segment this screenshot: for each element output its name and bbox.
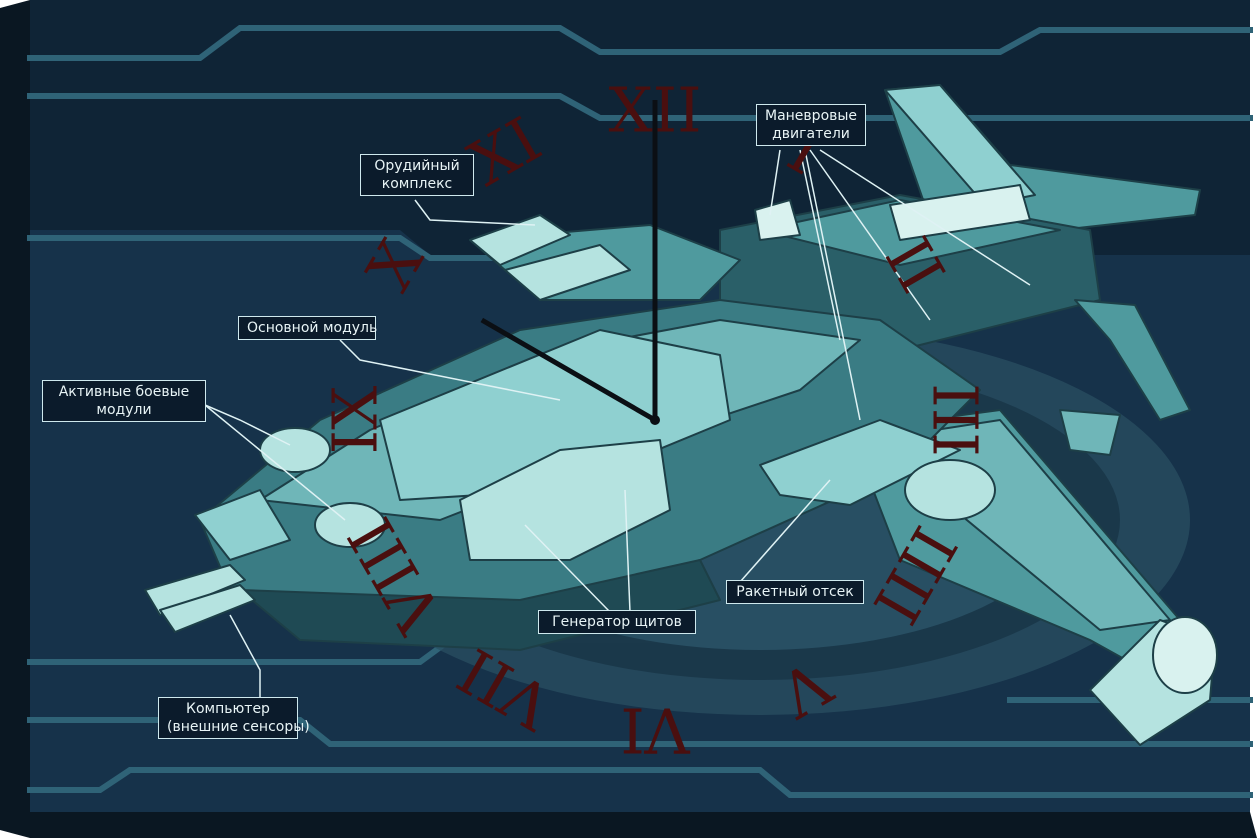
leader-maneuver-5 <box>799 149 841 341</box>
label-shield-generator-line-1: Генератор щитов <box>552 614 682 630</box>
label-active-combat: Активные боевые модули <box>42 380 206 422</box>
leader-shield-2 <box>624 489 631 613</box>
leader-missile <box>739 479 831 583</box>
ship-combat-module-2 <box>314 502 386 548</box>
label-gun-complex-line-2: комплекс <box>381 176 453 192</box>
label-gun-complex: Орудийный комплекс <box>360 154 474 196</box>
trace-top <box>27 25 1253 61</box>
label-missile-bay: Ракетный отсек <box>726 580 864 604</box>
leader-maneuver-3 <box>809 149 931 321</box>
label-main-module-line-1: Основной модуль <box>247 320 378 336</box>
leader-active-combat-1 <box>204 404 291 446</box>
canvas-bottom-edge <box>30 812 1257 838</box>
ship-missile-bay <box>759 419 961 506</box>
ship-engine-nozzle <box>1152 616 1218 694</box>
ship-gun-turret-2 <box>504 244 631 301</box>
canvas-left-edge <box>0 0 30 838</box>
label-active-combat-line-1: Активные боевые <box>58 384 190 400</box>
clock-hour-hand <box>480 317 657 423</box>
ship-main-module <box>379 329 731 501</box>
leader-maneuver-4 <box>819 149 1031 286</box>
ship-thruster-block <box>889 184 1031 241</box>
leader-computer <box>229 614 261 697</box>
ship-side-turret <box>904 459 996 521</box>
trace-left-mid <box>27 235 523 261</box>
label-maneuver-engines: Маневровые двигатели <box>756 104 866 146</box>
label-missile-bay-line-1: Ракетный отсек <box>736 584 854 600</box>
ship-upper-wing-tip <box>884 84 1036 206</box>
leader-maneuver-2 <box>804 149 861 421</box>
ship-sensor-array-2 <box>159 584 256 633</box>
leader-lines <box>204 149 1031 697</box>
leader-shield-1 <box>524 524 611 613</box>
ship-aft-bracket <box>1074 299 1191 421</box>
label-maneuver-engines-line-2: двигатели <box>772 126 850 142</box>
ship-sensor-array <box>144 564 246 616</box>
label-computer-line-2: (внешние сенсоры) <box>167 719 310 735</box>
label-gun-complex-line-1: Орудийный <box>374 158 460 174</box>
label-shield-generator: Генератор щитов <box>538 610 696 634</box>
clock-numeral-9: IX <box>319 386 392 455</box>
label-computer-line-1: Компьютер <box>186 701 270 717</box>
clock-hub <box>650 415 660 425</box>
leader-gun-complex <box>414 199 536 226</box>
clock-hands <box>480 100 660 425</box>
ship-gun-turret-1 <box>469 214 571 266</box>
clock-numeral-3: III <box>919 383 992 456</box>
ship-shield-generator <box>459 439 671 561</box>
label-computer: Компьютер (внешние сенсоры) <box>158 697 310 739</box>
clock-numeral-6: VI <box>620 694 690 767</box>
ship-prow <box>194 489 291 561</box>
leader-active-combat-2 <box>204 404 346 521</box>
label-main-module: Основной модуль <box>238 316 378 340</box>
leader-main-module <box>339 339 561 401</box>
trace-second <box>27 93 863 121</box>
ship-tail-fin <box>1059 409 1121 456</box>
leader-maneuver-1 <box>769 149 781 216</box>
ship-maneuver-thruster <box>754 199 801 241</box>
label-active-combat-line-2: модули <box>96 402 152 418</box>
trace-bottom-3 <box>27 767 1253 798</box>
label-maneuver-engines-line-1: Маневровые <box>765 108 858 124</box>
